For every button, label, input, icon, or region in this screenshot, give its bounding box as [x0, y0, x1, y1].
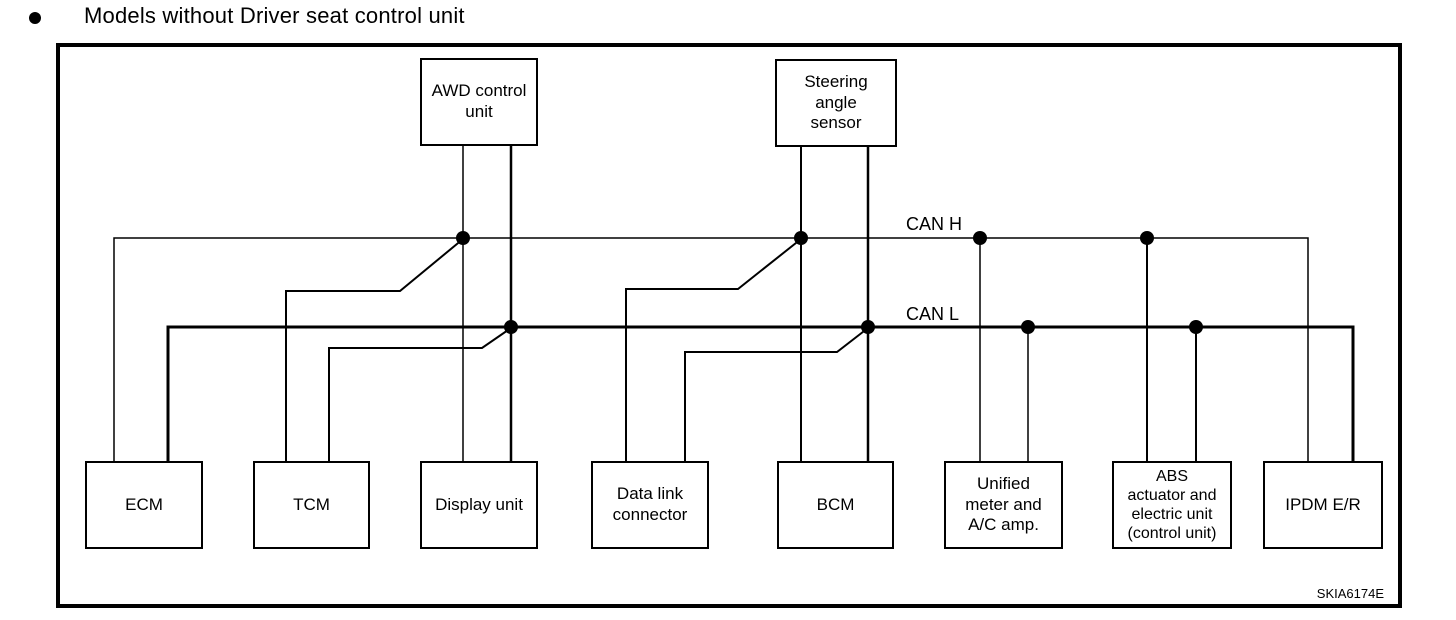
node-awd-control-unit: AWD control unit [420, 58, 538, 146]
node-label: TCM [293, 494, 330, 514]
can-h-bus-line [113, 237, 1309, 465]
junction-dot-can-h-steering [794, 231, 808, 245]
can-l-label: CAN L [906, 304, 960, 324]
node-abs-actuator: ABS actuator and electric unit (control … [1112, 461, 1232, 549]
wire-tcm-can-h [285, 238, 464, 463]
can-h-label: CAN H [906, 214, 963, 234]
node-steering-angle-sensor: Steering angle sensor [775, 59, 897, 147]
wire-tcm-can-l [328, 327, 512, 463]
junction-dot-can-h-unified [973, 231, 987, 245]
node-label: ECM [125, 494, 163, 514]
node-label: BCM [816, 494, 855, 514]
list-bullet-icon [29, 12, 41, 24]
page-title: Models without Driver seat control unit [84, 3, 465, 28]
node-label: ABS actuator and electric unit (control … [1127, 467, 1217, 543]
node-tcm: TCM [253, 461, 370, 549]
junction-dot-can-h-abs [1140, 231, 1154, 245]
node-label: Steering angle sensor [804, 71, 868, 133]
wire-dlc-can-h [625, 238, 802, 463]
node-label: Data link connector [612, 484, 688, 524]
node-ecm: ECM [85, 461, 203, 549]
node-display-unit: Display unit [420, 461, 538, 549]
node-label: Unified meter and A/C amp. [965, 473, 1042, 535]
node-ipdm-er: IPDM E/R [1263, 461, 1383, 549]
node-data-link-connector: Data link connector [591, 461, 709, 549]
junction-dot-can-l-abs [1189, 320, 1203, 334]
junction-dot-can-h-awd [456, 231, 470, 245]
can-l-bus-line [166, 325, 1355, 465]
node-label: AWD control unit [431, 81, 527, 121]
figure-id: SKIA6174E [1316, 586, 1384, 601]
junction-dot-can-l-steering [861, 320, 875, 334]
node-label: Display unit [435, 494, 523, 514]
node-label: IPDM E/R [1285, 494, 1361, 514]
node-bcm: BCM [777, 461, 894, 549]
junction-dot-can-l-awd [504, 320, 518, 334]
node-unified-meter-ac-amp: Unified meter and A/C amp. [944, 461, 1063, 549]
wire-dlc-can-l [684, 327, 869, 463]
junction-dot-can-l-unified [1021, 320, 1035, 334]
